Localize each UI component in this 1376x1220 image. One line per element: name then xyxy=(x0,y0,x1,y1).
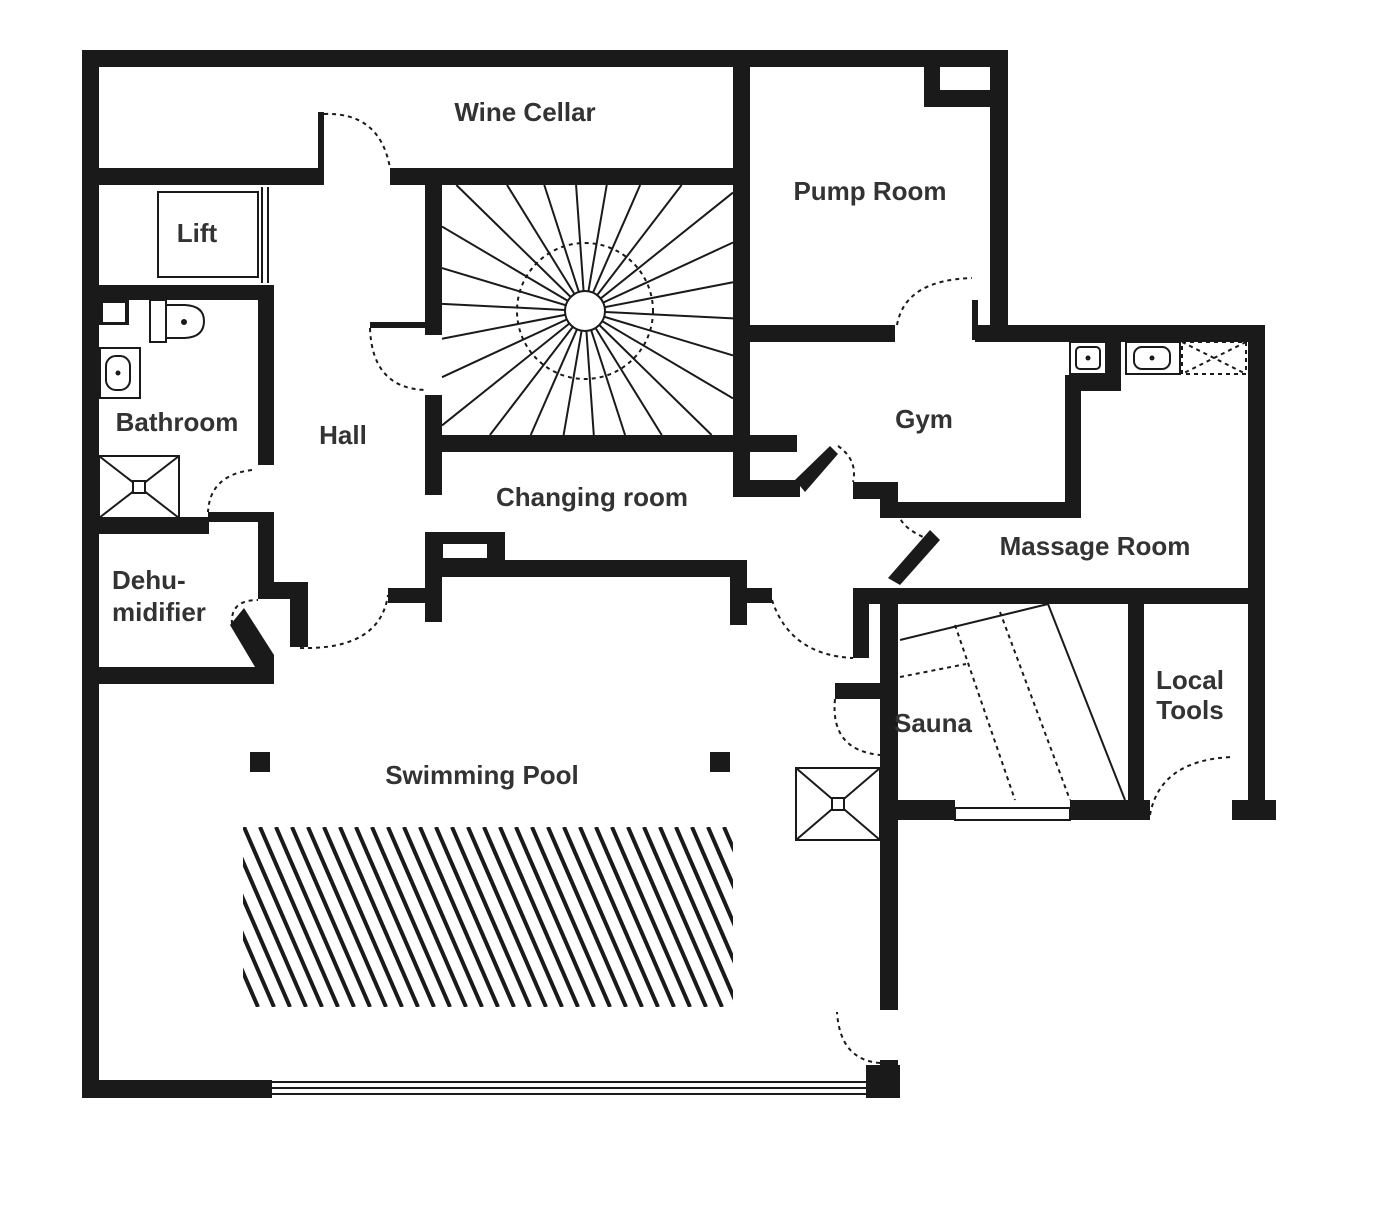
stair-tread-line xyxy=(584,310,627,436)
swimming-pool-basin xyxy=(243,827,866,1007)
pool-hatch-line xyxy=(450,827,532,1007)
pool-hatch-line xyxy=(274,827,356,1007)
spiral-staircase xyxy=(441,184,734,436)
label-hall: Hall xyxy=(319,420,367,450)
pool-hatch-line xyxy=(642,827,724,1007)
sauna-window xyxy=(954,807,1071,821)
label-wine-cellar: Wine Cellar xyxy=(454,97,595,127)
stair-tread-line xyxy=(441,310,586,379)
pool-hatch-line xyxy=(498,827,580,1007)
pool-hatch-line xyxy=(788,827,866,1007)
room-labels: Wine Cellar Pump Room Lift Bathroom Hall… xyxy=(112,97,1224,790)
pool-hatch-line xyxy=(772,827,850,1007)
pool-hatch-line xyxy=(354,827,436,1007)
pool-hatch-line xyxy=(594,827,676,1007)
stair-tread-line xyxy=(529,310,586,436)
stair-tread-line xyxy=(584,310,734,320)
stair-tread-line xyxy=(441,267,586,312)
stair-tread-line xyxy=(584,184,642,312)
pool-hatch-line xyxy=(626,827,708,1007)
pool-hatch-line xyxy=(243,967,260,1007)
pool-hatch-line xyxy=(482,827,564,1007)
stair-tread-line xyxy=(543,184,586,312)
stair-tread-line xyxy=(584,184,683,312)
label-swimming-pool: Swimming Pool xyxy=(385,760,579,790)
pool-hatch-line xyxy=(370,827,452,1007)
pool-hatch-line xyxy=(386,827,468,1007)
pool-hatch-line xyxy=(243,893,292,1007)
pool-shower xyxy=(795,767,881,841)
pool-hatch-line xyxy=(578,827,660,1007)
pool-hatch-line xyxy=(243,930,276,1007)
massage-washbasin-1 xyxy=(1069,341,1107,375)
pool-hatch-line xyxy=(306,827,388,1007)
pool-hatch-line xyxy=(514,827,596,1007)
pool-hatch-line xyxy=(322,827,404,1007)
lift-shaft xyxy=(157,187,269,283)
stair-tread-line xyxy=(584,191,734,312)
label-lift: Lift xyxy=(177,218,218,248)
pool-hatch-line xyxy=(674,827,733,964)
pool-hatch-line xyxy=(338,827,420,1007)
stair-tread-line xyxy=(455,184,586,312)
sauna-benches xyxy=(899,603,1126,801)
label-massage-room: Massage Room xyxy=(1000,531,1191,561)
stair-tread-line xyxy=(584,310,734,400)
stair-tread-line xyxy=(441,225,586,312)
stair-tread-line xyxy=(441,310,586,427)
pool-hatch-line xyxy=(418,827,500,1007)
stair-tread-line xyxy=(584,184,608,312)
label-sauna: Sauna xyxy=(894,708,973,738)
washbasin xyxy=(99,347,141,399)
pool-hatch-line xyxy=(610,827,692,1007)
stair-tread-line xyxy=(441,310,586,340)
stair-tread-line xyxy=(441,302,586,312)
stair-tread-line xyxy=(584,310,713,436)
pool-hatch-line xyxy=(658,827,733,1001)
stair-tread-line xyxy=(506,184,586,312)
pool-hatch-line xyxy=(722,827,733,853)
massage-washbasin-2 xyxy=(1125,341,1181,375)
label-gym: Gym xyxy=(895,404,953,434)
label-dehumidifier-line1: Dehu- xyxy=(112,565,186,595)
interior-walls xyxy=(99,67,1265,840)
toilet xyxy=(149,299,206,343)
pool-hatch-line xyxy=(243,856,308,1007)
pool-hatch-line xyxy=(466,827,548,1007)
pool-hatch-line xyxy=(706,827,733,890)
pool-hatch-line xyxy=(562,827,644,1007)
pool-hatch-line xyxy=(290,827,372,1007)
stair-tread-line xyxy=(584,241,734,312)
stair-tread-line xyxy=(584,310,734,357)
label-pump-room: Pump Room xyxy=(793,176,946,206)
stair-tread-line xyxy=(584,310,663,436)
pool-hatch-line xyxy=(402,827,484,1007)
pool-hatch-line xyxy=(243,827,324,1007)
label-local-tools-line2: Tools xyxy=(1156,695,1223,725)
pool-hatch-line xyxy=(434,827,516,1007)
stair-tread-line xyxy=(489,310,586,436)
shower xyxy=(98,455,180,519)
pool-hatch-line xyxy=(530,827,612,1007)
pool-hatch-line xyxy=(690,827,733,927)
pool-hatch-line xyxy=(258,827,340,1007)
label-changing-room: Changing room xyxy=(496,482,688,512)
pool-hatch-line xyxy=(546,827,628,1007)
pool-hatch-line xyxy=(756,827,834,1007)
stair-tread-line xyxy=(584,281,734,312)
label-bathroom: Bathroom xyxy=(116,407,239,437)
door-swings xyxy=(207,112,1233,1064)
stair-tread-line xyxy=(575,184,586,312)
outer-walls xyxy=(82,50,1276,1098)
pool-hatch-line xyxy=(740,827,818,1007)
label-local-tools-line1: Local xyxy=(1156,665,1224,695)
pool-window xyxy=(272,1081,866,1095)
massage-shower xyxy=(1181,341,1247,375)
label-dehumidifier-line2: midifier xyxy=(112,597,206,627)
